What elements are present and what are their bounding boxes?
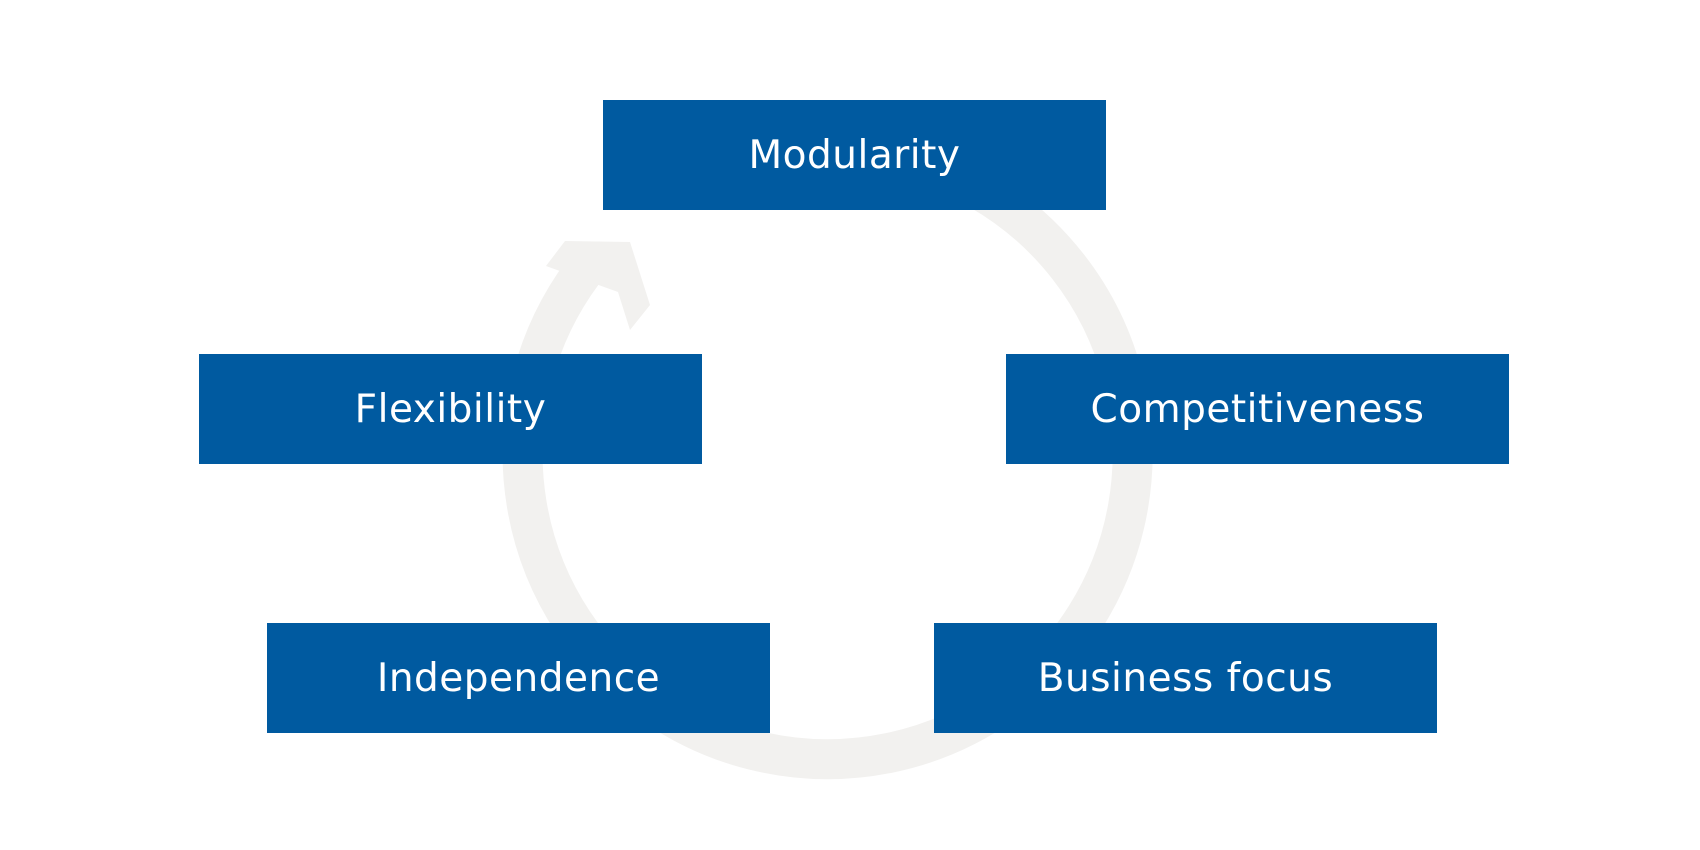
node-competitiveness: Competitiveness <box>1006 354 1509 464</box>
node-flexibility-label: Flexibility <box>354 386 547 432</box>
node-independence: Independence <box>267 623 770 733</box>
node-modularity: Modularity <box>603 100 1106 210</box>
node-business-focus-label: Business focus <box>1037 655 1334 701</box>
cycle-arrowhead <box>546 241 650 330</box>
node-modularity-label: Modularity <box>748 132 961 178</box>
node-independence-label: Independence <box>376 655 661 701</box>
node-business-focus: Business focus <box>934 623 1437 733</box>
node-competitiveness-label: Competitiveness <box>1090 386 1425 432</box>
node-flexibility: Flexibility <box>199 354 702 464</box>
